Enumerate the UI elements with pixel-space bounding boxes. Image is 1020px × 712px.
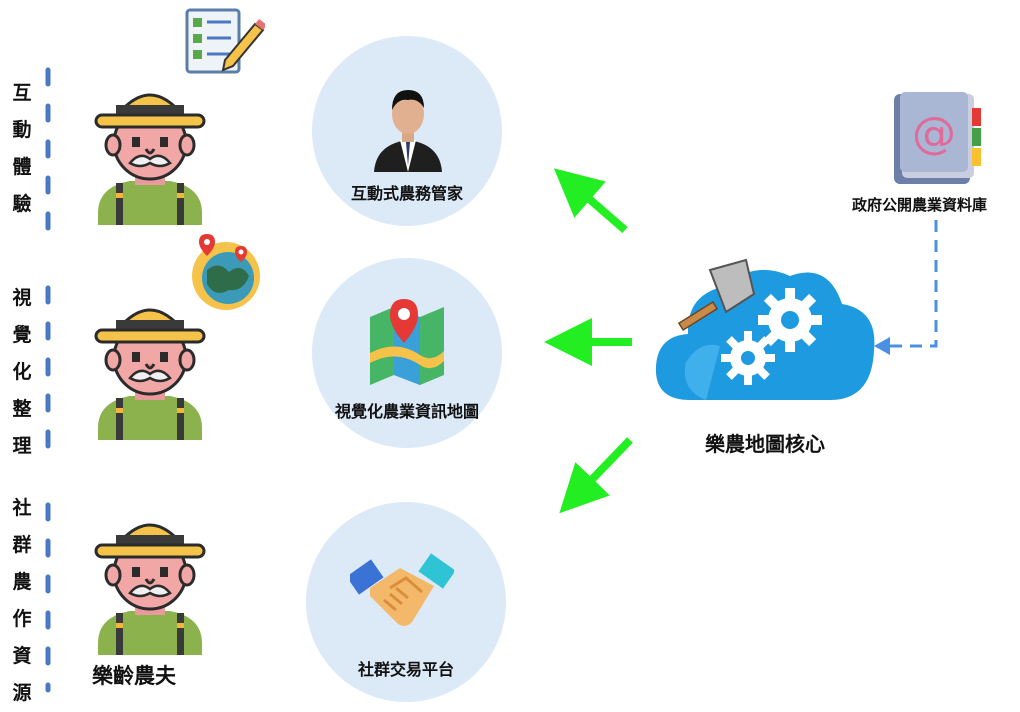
vertical-label-visual-organize: 視 覺 化 整 理: [8, 280, 36, 465]
label-char: 作: [12, 608, 32, 630]
label-char: 覺: [12, 324, 32, 346]
service-label-social: 社群交易平台: [357, 660, 454, 679]
label-char: 資: [12, 645, 32, 667]
vertical-label-community-resources: 社 群 農 作 資 源: [8, 490, 36, 712]
label-char: 驗: [12, 193, 32, 215]
farmer-icon: [94, 93, 206, 225]
label-char: 源: [12, 682, 32, 704]
label-char: 社: [12, 497, 32, 519]
arrows-to-services: [544, 168, 633, 514]
map-pin-icon: [370, 299, 444, 385]
label-char: 理: [12, 435, 32, 457]
globe-pins-icon: [192, 234, 260, 310]
label-char: 視: [12, 287, 32, 309]
vertical-label-interactive-experience: 互 動 體 驗: [8, 75, 36, 223]
database-label: 政府公開農業資料庫: [852, 196, 988, 214]
label-char: 體: [12, 156, 32, 178]
checklist-pencil-icon: [185, 8, 265, 74]
label-char: 動: [12, 119, 32, 141]
handshake-icon: [350, 553, 454, 626]
businessman-icon: [374, 90, 442, 172]
farmer-icon: [94, 523, 206, 655]
label-char: 互: [12, 82, 32, 104]
farmer-label: 樂齡農夫: [92, 664, 176, 688]
label-char: 農: [12, 571, 32, 593]
farmer-icon: [94, 308, 206, 440]
core-label: 樂農地圖核心: [705, 432, 825, 456]
address-book-icon: @: [894, 92, 981, 184]
label-char: 群: [12, 534, 32, 556]
label-char: 整: [12, 398, 32, 420]
service-label-map: 視覺化農業資訊地圖: [334, 402, 479, 421]
service-label-steward: 互動式農務管家: [350, 184, 463, 203]
label-char: 化: [12, 361, 32, 383]
dashed-separators: [45, 67, 51, 693]
cloud-gears-icon: [655, 258, 875, 400]
database-to-core-arrow: [874, 220, 938, 355]
svg-text:@: @: [912, 108, 956, 159]
